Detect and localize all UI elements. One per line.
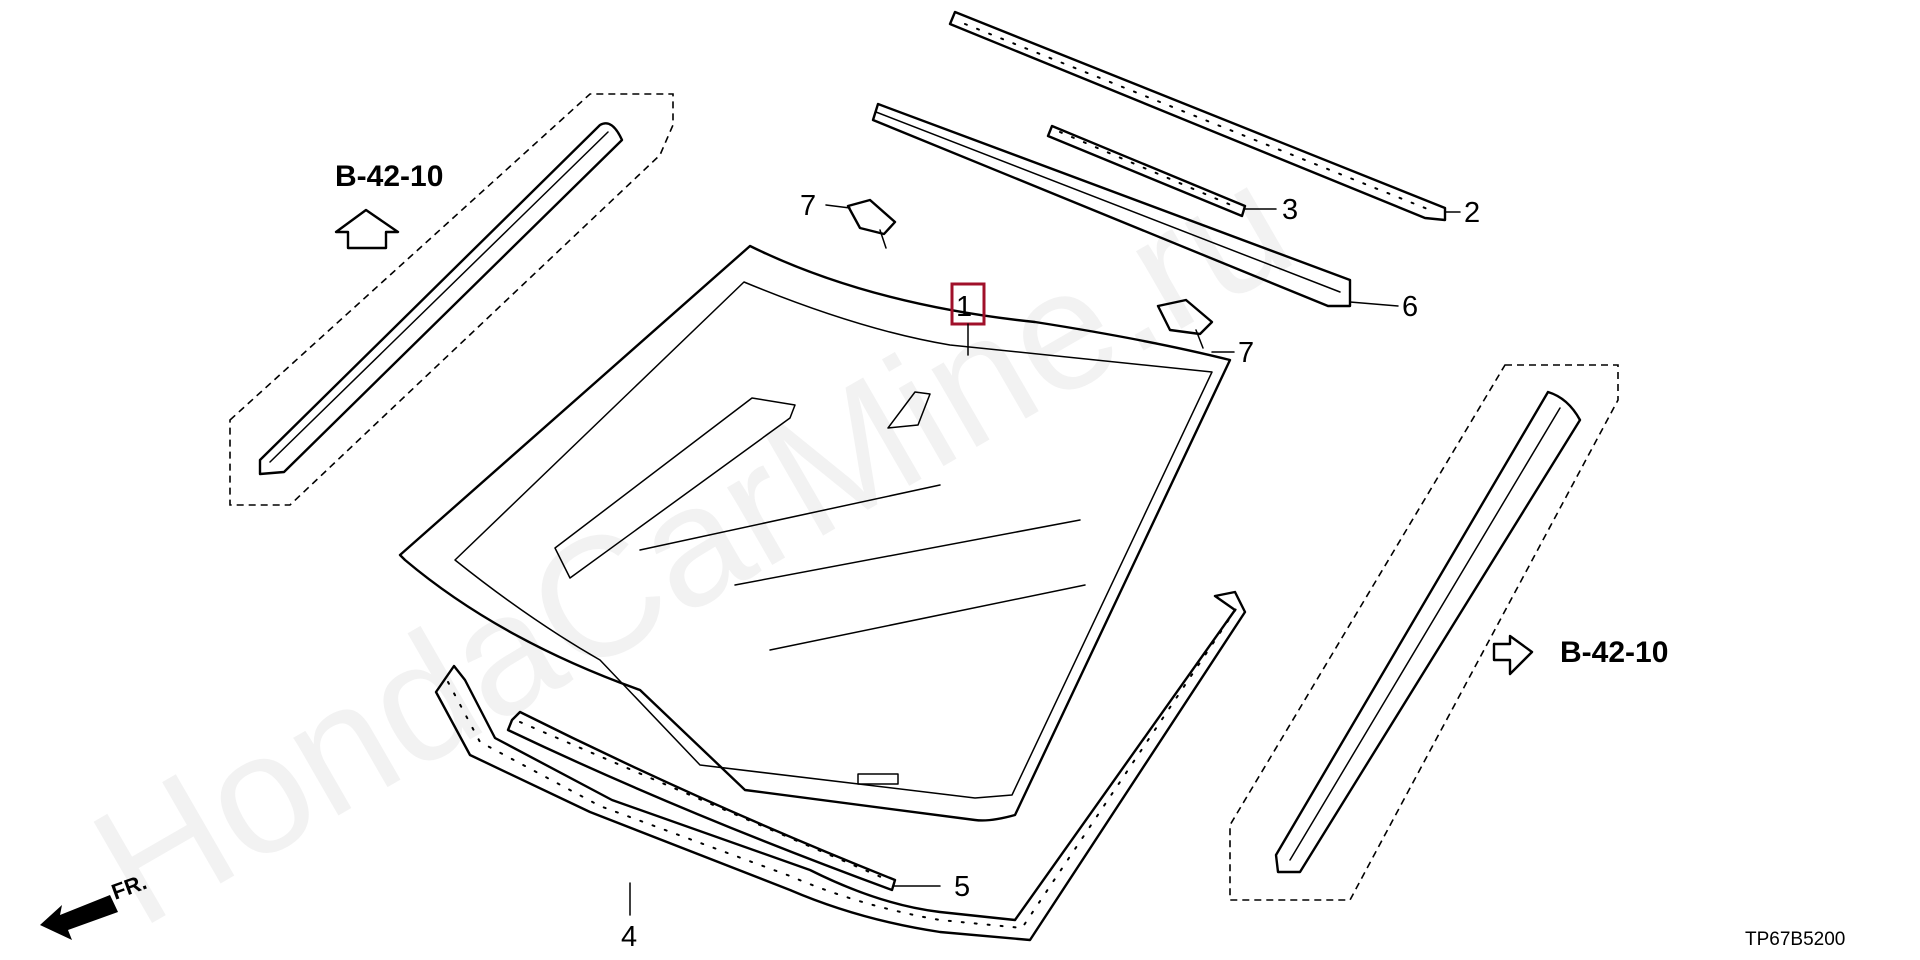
part-5-lower-dam: 5 [506, 710, 970, 903]
part-5-shape [506, 710, 897, 892]
rearview-mirror-mount [887, 391, 931, 429]
part-2-perforations [964, 23, 1431, 211]
part-7-right-shape [1156, 298, 1214, 336]
front-arrow-icon [40, 895, 118, 940]
reference-right-arrow-icon [1492, 634, 1534, 676]
part-4-shape [434, 590, 1247, 942]
reference-right-label: B-42-10 [1560, 636, 1668, 669]
reference-upper-left: B-42-10 [334, 160, 443, 250]
part-2-shape [948, 10, 1447, 222]
left-pillar-molding [258, 122, 624, 476]
part-6-upper-molding: 6 [871, 102, 1418, 323]
glass-reflection-3 [769, 584, 1086, 651]
callout-2: 2 [1464, 197, 1480, 229]
part-3-spacer: 3 [1046, 124, 1298, 226]
right-pillar-molding [1274, 390, 1582, 874]
right-group-dashed-outline [1229, 364, 1619, 901]
glass-reflection-1 [639, 484, 941, 551]
left-group-dashed-outline [229, 93, 674, 506]
glass-reflection-2 [734, 519, 1081, 586]
callout-5: 5 [954, 871, 970, 903]
part-7-left-shape [846, 198, 897, 236]
callout-1: 1 [956, 291, 972, 323]
part-2-roof-molding: 2 [948, 10, 1480, 229]
callout-6: 6 [1402, 291, 1418, 323]
part-1-windshield: 1 [398, 244, 1232, 822]
reference-right: B-42-10 [1492, 634, 1668, 676]
part-4-perimeter-dam: 4 [434, 590, 1247, 953]
left-pillar-molding-edge [269, 131, 609, 463]
left-pillar-molding-group [229, 93, 674, 506]
part-4-perforations [447, 605, 1239, 930]
windshield-label-mark [857, 773, 899, 785]
part-7-clip-left: 7 [800, 190, 897, 249]
callout-7-left: 7 [800, 190, 816, 222]
diagram-code: TP67B5200 [1745, 929, 1845, 950]
windshield-inner-outline [454, 281, 1213, 799]
part-5-perforations [519, 721, 889, 881]
windshield-outer-outline [398, 244, 1232, 822]
callout-4: 4 [621, 921, 637, 953]
windshield-rear-view-band [554, 397, 796, 579]
part-3-shape [1046, 124, 1247, 218]
callout-3: 3 [1282, 194, 1298, 226]
callout-7-right: 7 [1238, 337, 1254, 369]
watermark-text: HondaCarMine.ru [64, 127, 1321, 960]
part-7-clip-right: 7 [1156, 298, 1254, 369]
right-pillar-molding-group [1229, 364, 1619, 901]
reference-upper-left-label: B-42-10 [335, 160, 443, 193]
part-6-shape [871, 102, 1352, 308]
reference-up-arrow-icon [334, 208, 400, 250]
right-pillar-molding-edge [1289, 407, 1561, 861]
part-6-edge [875, 111, 1341, 293]
